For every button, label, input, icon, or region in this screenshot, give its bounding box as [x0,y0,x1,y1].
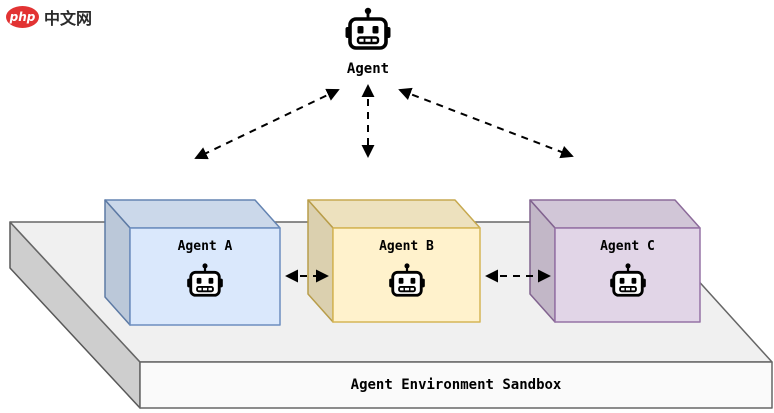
robot-icon [388,262,426,300]
connection-arrows [194,84,574,283]
agent-b-top-face [307,199,481,229]
agent-c-top-face [529,199,701,229]
site-name-label: 中文网 [44,9,93,28]
arrow-agent-to-agent-a [194,88,340,160]
robot-icon [186,262,224,300]
agent-a-box [104,199,281,326]
agent-a-top-face [104,199,281,229]
sandbox-label: Agent Environment Sandbox [350,377,562,393]
agent-a-label: Agent A [177,239,233,254]
agent-c-label: Agent C [600,239,655,254]
arrow-agent-to-agent-c [398,87,574,159]
robot-icon [609,262,647,300]
platform-front-face [139,361,773,409]
agent-b-label: Agent B [379,239,434,254]
agent-b-box [307,199,481,323]
robot-icon [344,6,392,54]
site-logo[interactable]: php 中文网 [6,5,92,29]
agent-c-box [529,199,701,323]
top-agent-label: Agent [346,61,390,77]
php-logo-icon: php [6,6,39,28]
